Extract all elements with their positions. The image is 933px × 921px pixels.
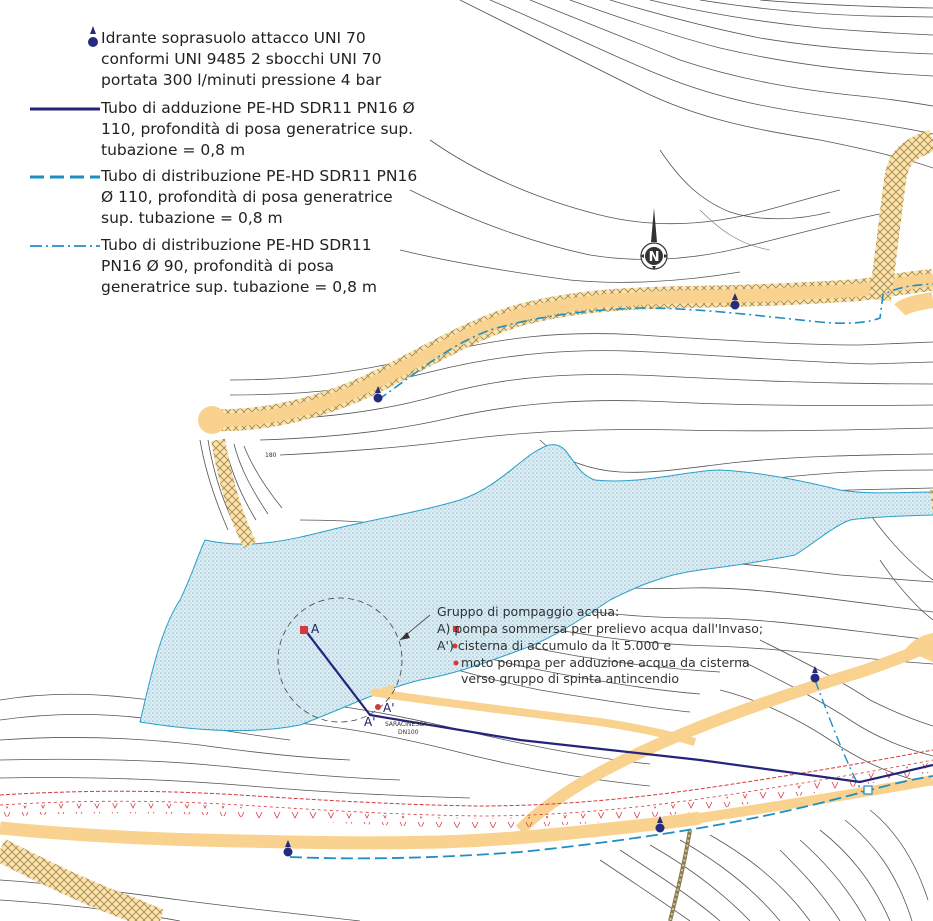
hydrants <box>283 293 820 857</box>
pump-point-a1 <box>375 704 381 710</box>
pump-group-note: Gruppo di pompaggio acqua: A) pompa somm… <box>437 604 763 686</box>
pump-group-line-a1: A') cisterna di accumulo da lt 5.000 e <box>437 638 671 653</box>
distribution-pipe-upper <box>377 283 933 401</box>
valve-label-1: SARACINESCA <box>385 721 428 728</box>
roads <box>0 129 933 921</box>
adduction-pipe <box>304 629 933 784</box>
boundary-lines <box>0 749 933 829</box>
pump-group-line-a2: moto pompa per adduzione acqua da cister… <box>461 655 750 670</box>
pump-group-line-a: A) pompa sommersa per prelievo acqua dal… <box>437 621 763 636</box>
pump-area-circle <box>277 597 403 723</box>
hydrant-icon <box>730 293 740 310</box>
pump-point-a <box>300 626 308 634</box>
north-compass-icon: N <box>640 208 668 270</box>
distribution-pipe-diagonal <box>814 679 863 793</box>
lake-area <box>139 444 933 732</box>
hydrant-icon <box>810 666 820 683</box>
contour-label-180: 180 <box>265 452 277 459</box>
compass-label: N <box>649 250 660 265</box>
hydrant-icon <box>283 840 293 857</box>
valve-icon <box>863 785 873 795</box>
hydrant-icon <box>655 816 665 833</box>
pipes <box>289 283 933 860</box>
point-label-a1: A' <box>383 701 395 715</box>
pump-group-line-a3: verso gruppo di spinta antincendio <box>461 671 679 686</box>
hydrant-icon <box>373 386 383 403</box>
pump-group-title: Gruppo di pompaggio acqua: <box>437 604 619 619</box>
point-label-a: A <box>311 622 320 636</box>
point-label-a1-alt: A' <box>364 715 376 729</box>
valve-label-2: DN100 <box>398 729 419 736</box>
